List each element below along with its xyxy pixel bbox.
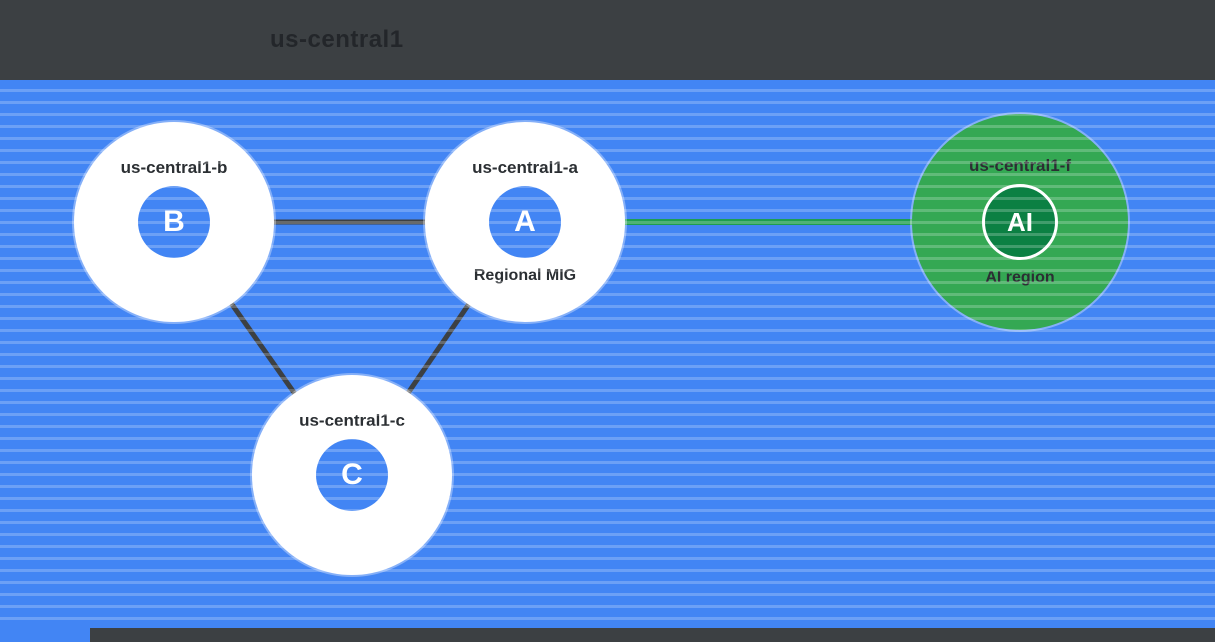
region-title-banner: us-central1	[0, 0, 1215, 80]
bottom-dark-strip	[90, 628, 1215, 642]
zone-us-central1-a: us-central1-a A Regional MIG	[425, 122, 625, 322]
zone-us-central1-c: us-central1-c C	[252, 375, 452, 575]
zone-ai-label: us-central1-f	[968, 156, 1072, 175]
zone-us-central1-b: us-central1-b B	[74, 122, 274, 322]
zone-ai-node: AI	[982, 184, 1058, 260]
zone-c-letter: C	[341, 458, 363, 491]
zone-b-letter: B	[163, 205, 185, 238]
zone-a-subtext: Regional MIG	[473, 267, 577, 284]
zone-a-label: us-central1-a	[472, 158, 578, 177]
zone-b-node: B	[138, 186, 210, 258]
zone-ai-subtext: AI region	[985, 269, 1055, 286]
zone-b-label: us-central1-b	[120, 158, 228, 177]
zone-a-node: A	[489, 186, 561, 258]
region-title: us-central1	[270, 26, 404, 53]
zone-a-letter: A	[514, 205, 536, 238]
zone-c-label: us-central1-c	[299, 411, 405, 430]
zone-us-central1-f-ai: us-central1-f AI AI region	[912, 114, 1128, 330]
zone-c-node: C	[316, 439, 388, 511]
zone-ai-letter: AI	[1007, 206, 1033, 237]
